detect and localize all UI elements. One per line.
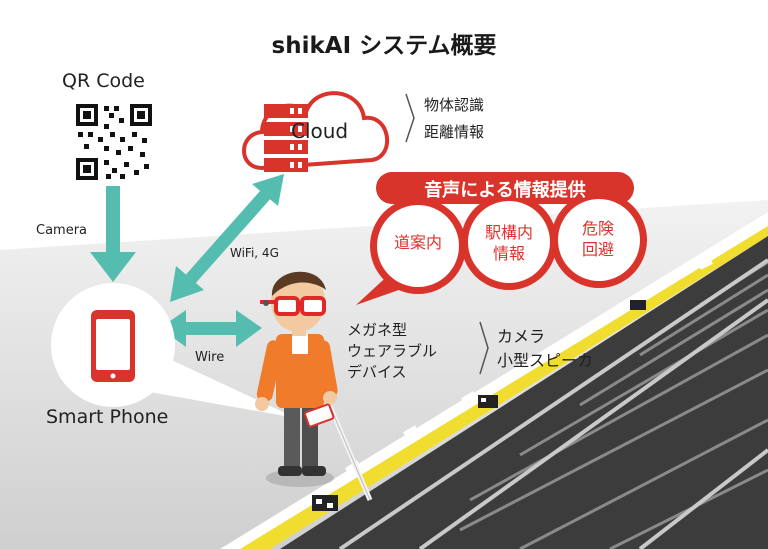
wifi-double-arrow: [170, 174, 284, 302]
platform-dashes: [344, 260, 713, 472]
glasses-description-line: デバイス: [347, 363, 407, 381]
voice-banner-text: 音声による情報提供: [424, 180, 586, 201]
qr-code-icon: [76, 104, 152, 180]
wifi-label: WiFi, 4G: [230, 246, 279, 260]
glasses-description-line: ウェアラブル: [347, 342, 438, 360]
railway-track-bed: [280, 236, 768, 549]
glasses-component-camera: カメラ: [497, 327, 546, 346]
bubble-line: 回避: [581, 240, 614, 259]
floor-qr-marker: [478, 395, 498, 408]
wire-label: Wire: [195, 350, 225, 365]
bubble-station-info: 駅構内 情報: [467, 222, 551, 264]
railway-rails: [338, 258, 768, 549]
cloud-server-icon: [242, 91, 390, 172]
smartphone-label: Smart Phone: [46, 406, 169, 428]
cloud-bracket: [405, 93, 415, 143]
bubble-navigation: 道案内: [376, 232, 460, 253]
bubble-line: 駅構内: [484, 223, 533, 242]
smartphone-icon: [91, 310, 135, 382]
page-title: shikAI システム概要: [271, 33, 497, 59]
bubble-line: 情報: [492, 244, 525, 263]
glasses-bracket: [479, 321, 489, 375]
floor-qr-marker: [630, 300, 646, 310]
bubble-line: 道案内: [393, 233, 442, 252]
user-figure: [255, 271, 373, 501]
bubble-danger-avoidance: 危険 回避: [556, 218, 640, 260]
qr-code-label: QR Code: [62, 70, 145, 92]
cloud-label: Cloud: [291, 119, 349, 143]
camera-arrow: [90, 186, 136, 282]
camera-label: Camera: [36, 223, 88, 238]
wire-double-arrow: [160, 310, 262, 347]
cloud-function-distance-info: 距離情報: [424, 123, 485, 141]
cloud-function-object-recognition: 物体認識: [424, 96, 485, 114]
floor-qr-marker: [312, 495, 338, 511]
glasses-component-speaker: 小型スピーカ: [497, 351, 594, 370]
glasses-description-line: メガネ型: [347, 321, 408, 339]
voice-bubble-group: [356, 172, 647, 305]
bubble-line: 危険: [581, 219, 614, 238]
